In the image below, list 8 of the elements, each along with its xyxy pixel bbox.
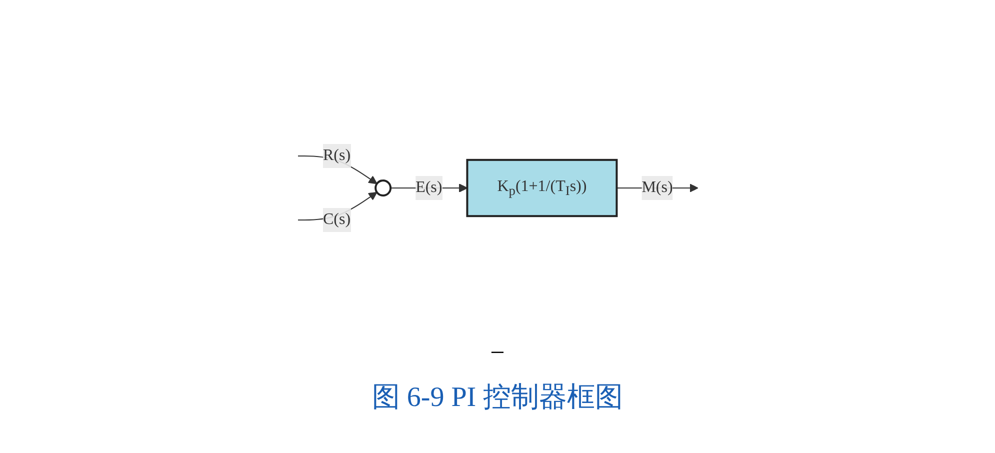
node-circle xyxy=(374,179,392,196)
minus-sign: − xyxy=(490,338,505,366)
node-box: K$_{p}$(1+1/(T$_{I}$s)) xyxy=(466,158,618,217)
edge-label: E(s) xyxy=(415,178,442,196)
figure-caption: 图 6-9 PI 控制器框图 xyxy=(372,380,624,414)
edge-label: M(s) xyxy=(641,178,672,196)
edge-label: R(s) xyxy=(322,146,350,164)
edge-label: C(s) xyxy=(322,210,350,228)
